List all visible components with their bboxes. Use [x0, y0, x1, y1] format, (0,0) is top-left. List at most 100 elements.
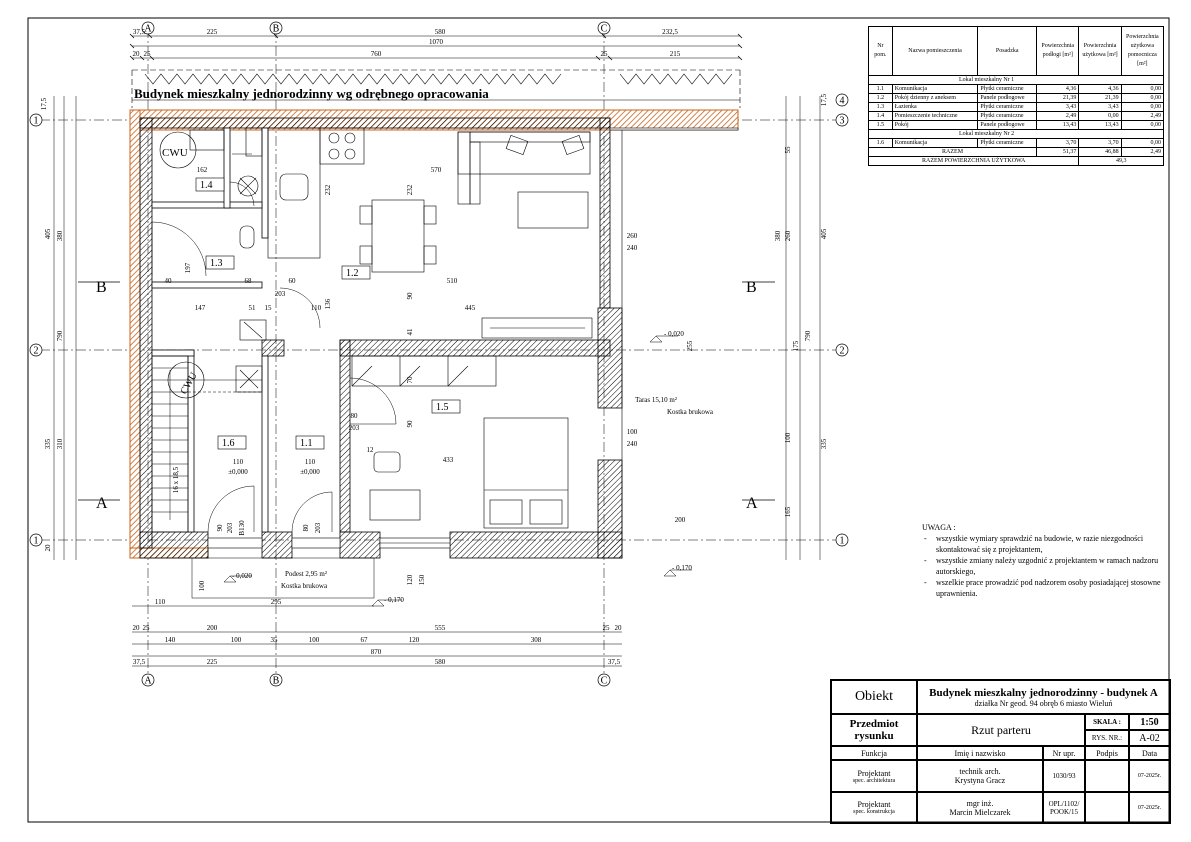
table-cell: 3,70 [1036, 138, 1080, 148]
svg-text:203: 203 [314, 522, 322, 533]
table-cell: 21,39 [1036, 93, 1080, 103]
table-cell: 1.1 [868, 84, 893, 94]
sheet-heading: Budynek mieszkalny jednorodzinny wg odrę… [134, 86, 489, 101]
th-name: Nazwa pomieszczenia [891, 26, 979, 76]
row1-spec: spec. architektura [852, 777, 896, 784]
row2-name2: Marcin Mielczarek [949, 807, 1011, 817]
obiekt-label: Obiekt [831, 680, 917, 714]
svg-text:197: 197 [184, 262, 192, 273]
col-data: Data [1129, 746, 1170, 760]
row2-nr: OPL/1102/ POOK/15 [1043, 792, 1085, 823]
room-1-5: 1.5 [436, 402, 449, 413]
obiekt-address: działka Nr geod. 94 obręb 6 miasto Wielu… [974, 698, 1113, 708]
svg-text:15: 15 [265, 304, 273, 312]
table-cell: 0,00 [1120, 138, 1165, 148]
row2-name1: mgr inż. [966, 798, 994, 808]
svg-text:A: A [746, 495, 758, 512]
svg-text:136: 136 [324, 298, 332, 309]
axis-right-2: 2 [840, 346, 845, 357]
axis-bottom-a: A [144, 676, 152, 687]
svg-text:790: 790 [804, 330, 812, 341]
axis-right-3: 3 [840, 116, 845, 127]
table-cell: Płytki ceramiczne [977, 84, 1038, 94]
adjacent-building [131, 69, 741, 108]
obiekt-value: Budynek mieszkalny jednorodzinny - budyn… [917, 680, 1170, 714]
svg-text:380: 380 [56, 230, 64, 241]
left-dimensions: 17,5 405 335 380 790 310 20 [40, 96, 77, 560]
svg-text:260: 260 [784, 230, 792, 241]
room-1-4: 1.4 [200, 180, 213, 191]
svg-text:110: 110 [305, 458, 316, 466]
svg-text:25: 25 [143, 624, 151, 632]
svg-text:110: 110 [311, 304, 322, 312]
row1-date: 07-2025r. [1129, 760, 1170, 792]
przedmiot-label: Przedmiot rysunku [831, 714, 917, 746]
svg-text:110: 110 [155, 598, 166, 606]
svg-text:260: 260 [627, 232, 638, 240]
col-imie: Imię i nazwisko [917, 746, 1043, 760]
rys-value: A-02 [1129, 730, 1170, 746]
th-area: Powierzchnia podłogi [m²] [1036, 26, 1080, 76]
svg-text:232,5: 232,5 [662, 28, 678, 36]
svg-text:100: 100 [784, 432, 792, 443]
svg-text:225: 225 [207, 658, 218, 666]
svg-text:- 0,020: - 0,020 [232, 572, 252, 580]
cwu-label: CWU [162, 147, 188, 159]
svg-text:308: 308 [531, 636, 542, 644]
svg-text:B130: B130 [238, 520, 246, 536]
svg-text:±0,000: ±0,000 [228, 468, 248, 476]
axis-left-1: 1 [34, 116, 39, 127]
furniture [159, 127, 593, 599]
svg-text:25: 25 [603, 624, 611, 632]
room-1-3: 1.3 [210, 258, 223, 269]
svg-text:- 0,170: - 0,170 [672, 564, 692, 572]
svg-text:203: 203 [349, 424, 360, 432]
col-funkcja: Funkcja [831, 746, 917, 760]
svg-text:20: 20 [44, 544, 52, 552]
svg-text:20: 20 [615, 624, 623, 632]
table-cell: Komunikacja [891, 84, 979, 94]
svg-text:580: 580 [435, 658, 446, 666]
svg-text:100: 100 [309, 636, 320, 644]
table-cell: 1.6 [868, 138, 893, 148]
table-cell: 4,36 [1036, 84, 1080, 94]
svg-text:175: 175 [792, 340, 800, 351]
svg-text:310: 310 [56, 438, 64, 449]
notes-title: UWAGA : [922, 523, 956, 532]
svg-text:760: 760 [371, 50, 382, 58]
svg-text:80: 80 [351, 412, 359, 420]
table-cell: 2,49 [1120, 111, 1165, 121]
table-group-row: Lokal mieszkalny Nr 2 [868, 129, 1164, 139]
svg-text:240: 240 [627, 440, 638, 448]
table-cell: Płytki ceramiczne [977, 111, 1038, 121]
sum-cell: 51,37 [1036, 147, 1080, 157]
sum-cell: 46,88 [1078, 147, 1122, 157]
total-value: 49,3 [1078, 156, 1164, 166]
svg-text:12: 12 [367, 446, 375, 454]
table-cell: 3,43 [1036, 102, 1080, 112]
svg-text:16 x 18,5: 16 x 18,5 [172, 466, 180, 493]
svg-text:100: 100 [231, 636, 242, 644]
svg-text:Podest 2,95 m²: Podest 2,95 m² [285, 570, 327, 578]
svg-text:147: 147 [195, 304, 206, 312]
svg-text:335: 335 [44, 438, 52, 449]
cwu2-label: CWU [179, 370, 201, 396]
svg-text:41: 41 [406, 328, 414, 336]
sheet-frame [27, 17, 1170, 823]
svg-text:70: 70 [406, 376, 414, 384]
svg-text:203: 203 [275, 290, 286, 298]
svg-text:Kostka brukowa: Kostka brukowa [281, 582, 328, 590]
svg-text:110: 110 [233, 458, 244, 466]
obiekt-name: Budynek mieszkalny jednorodzinny - budyn… [929, 686, 1158, 699]
svg-text:215: 215 [670, 50, 681, 58]
svg-text:232: 232 [324, 184, 332, 195]
row2-signature [1085, 792, 1129, 823]
svg-text:100: 100 [627, 428, 638, 436]
notes-list: wszystkie wymiary sprawdzić na budowie, … [922, 533, 1168, 599]
svg-text:- 0,020: - 0,020 [664, 330, 684, 338]
room-1-2: 1.2 [346, 268, 359, 279]
svg-text:120: 120 [406, 574, 414, 585]
